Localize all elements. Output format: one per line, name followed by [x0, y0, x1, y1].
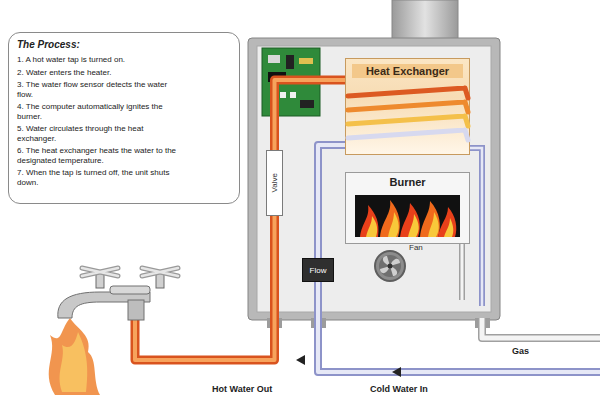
node-text: 4. The computer automatically ignites th… [17, 102, 177, 121]
node-title: Flow [310, 266, 327, 275]
node-text: 7. When the tap is turned off, the unit … [17, 168, 177, 187]
pipe-inner [318, 145, 345, 258]
faucet-illustration [49, 268, 178, 395]
flow-sensor-box: Flow [302, 258, 334, 282]
pipe-outer [318, 145, 345, 258]
pipe-label: Cold Water In [370, 384, 428, 394]
node-title: Fan [409, 243, 423, 252]
hot-water-pipe [135, 215, 275, 360]
node-title: Burner [346, 176, 469, 188]
flue-pipe [392, 0, 458, 42]
pipe-label: Gas [512, 346, 529, 356]
pipe-inner [275, 80, 346, 150]
node-text: 1. A hot water tap is turned on. [17, 55, 177, 65]
burner-box: Burner [345, 172, 470, 244]
node-text: 6. The heat exchanger heats the water to… [17, 146, 177, 165]
pipe-label: Hot Water Out [212, 384, 272, 394]
pipe-connector [318, 145, 345, 258]
cold-return-pipe [470, 148, 482, 306]
node-title: The Process: [17, 39, 231, 50]
flow-arrow [392, 367, 401, 377]
node-text: 2. Water enters the heater. [17, 68, 177, 78]
node-title: Heat Exchanger [352, 64, 463, 78]
gas-pipe [462, 244, 600, 338]
node-text: 5. Water circulates through the heat exc… [17, 124, 177, 143]
flow-arrow [296, 355, 305, 365]
fan-blades [379, 255, 401, 277]
process-box: The Process: 1. A hot water tap is turned… [8, 32, 240, 204]
heat-exchanger-coils [348, 88, 468, 140]
heat-exchanger-box: Heat Exchanger [345, 58, 470, 155]
pipe-outer [275, 80, 346, 150]
fan-circle: Fan [374, 250, 406, 282]
pipe-connector [275, 80, 346, 150]
circuit-board [262, 48, 320, 116]
inner-panel [257, 46, 491, 312]
heater-casing [248, 38, 500, 320]
node-text: 3. The water flow sensor detects the wat… [17, 80, 177, 99]
burner-flames [355, 195, 460, 237]
node-title: Valve [270, 173, 279, 192]
pipe-fittings [267, 318, 490, 328]
valve-box: Valve [266, 150, 283, 216]
